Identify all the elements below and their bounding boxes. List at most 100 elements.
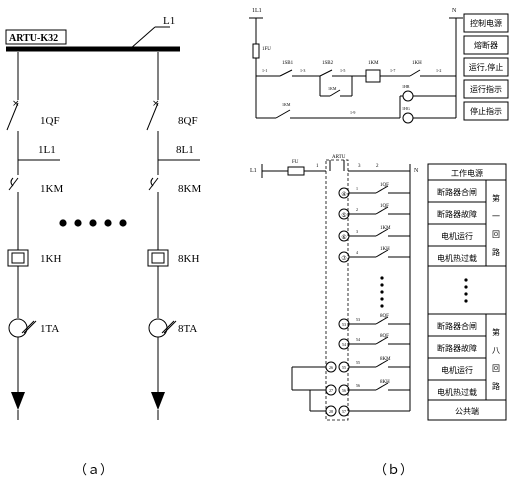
- contactor-8-switch: [148, 177, 159, 191]
- svg-text:55: 55: [342, 365, 346, 370]
- artu-terminal-strip: [325, 159, 349, 421]
- breaker-1-label: 1QF: [40, 115, 60, 127]
- contactor-1-switch: [8, 177, 19, 191]
- caption-b: （ｂ）: [374, 463, 413, 478]
- contacts-group-1: 1QF 1 1QF 2 1KM 3 1KH 4: [349, 183, 410, 258]
- svg-text:56: 56: [356, 383, 360, 388]
- svg-text:路: 路: [492, 381, 500, 391]
- svg-text:×: ×: [152, 99, 160, 109]
- panel-b-top: 1L1 N 1FU 1-1 1SB1 1-3 1SB2 1-5 1KM 1-7 …: [249, 8, 509, 124]
- feeder-1: ×: [6, 52, 60, 420]
- bottom-bus-right-label: N: [414, 168, 419, 174]
- top-bus-right-label: N: [452, 8, 457, 14]
- external-jumper: [291, 366, 326, 412]
- stop-button-contact: [279, 69, 293, 77]
- svg-text:3: 3: [358, 164, 361, 169]
- caption-a: （ａ）: [74, 463, 113, 478]
- legend-run-indicator: 运行指示: [470, 84, 502, 94]
- svg-text:1-1: 1-1: [262, 68, 267, 73]
- breaker-8-label: 8QF: [178, 115, 198, 127]
- thermal-contact: [409, 69, 421, 77]
- svg-text:⑦: ⑦: [341, 255, 347, 262]
- stop-lamp: [402, 112, 414, 124]
- svg-text:8KM: 8KM: [380, 357, 391, 362]
- svg-text:1HR: 1HR: [402, 84, 410, 89]
- power-label: 工作电源: [451, 168, 483, 178]
- load-arrow-8: [151, 392, 165, 410]
- svg-text:1: 1: [316, 164, 319, 169]
- start-button-contact: [319, 69, 333, 77]
- svg-text:1KM: 1KM: [282, 102, 291, 107]
- svg-text:2: 2: [376, 164, 379, 169]
- device-label: ARTU-K32: [9, 33, 58, 44]
- breaker-8-switch: [146, 102, 159, 131]
- relay-8-label: 8KH: [178, 253, 199, 265]
- top-legend: 控制电源 熔断器 运行,停止 运行指示 停止指示: [463, 13, 509, 121]
- svg-text:④: ④: [341, 191, 346, 198]
- svg-text:回: 回: [492, 364, 500, 373]
- svg-text:27: 27: [329, 388, 333, 393]
- svg-text:ARTU: ARTU: [332, 155, 346, 160]
- ct-1-label: 1TA: [40, 323, 59, 335]
- ct-1-circle: [8, 318, 28, 338]
- svg-text:3: 3: [356, 229, 358, 234]
- svg-text:1KM: 1KM: [368, 61, 379, 66]
- svg-text:1QF: 1QF: [380, 183, 389, 188]
- svg-text:1HG: 1HG: [402, 106, 410, 111]
- bus-label: L1: [163, 15, 175, 27]
- svg-text:8QF: 8QF: [380, 314, 389, 319]
- relay-1-label: 1KH: [40, 253, 61, 265]
- top-fuse: [252, 43, 260, 59]
- svg-text:1: 1: [356, 186, 358, 191]
- svg-text:八: 八: [492, 346, 500, 355]
- contacts-group-8: 8QF 53 8QF 54 8KM 55 8KH 56: [349, 314, 411, 412]
- svg-text:回: 回: [492, 230, 500, 239]
- svg-text:55: 55: [356, 360, 360, 365]
- svg-text:28: 28: [329, 409, 333, 414]
- signal-g1-overload: 电机热过载: [437, 253, 477, 263]
- svg-text:1KM: 1KM: [380, 226, 391, 231]
- bus-leader: [129, 26, 156, 50]
- vertical-ellipsis: [380, 276, 468, 308]
- svg-text:8QF: 8QF: [380, 334, 389, 339]
- ct-8-circle: [148, 318, 168, 338]
- svg-text:1-3: 1-3: [300, 68, 305, 73]
- run-lamp: [402, 90, 414, 102]
- svg-text:1FU: 1FU: [262, 47, 271, 52]
- signal-g8-fault: 断路器故障: [437, 343, 477, 353]
- svg-text:⑥: ⑥: [341, 234, 346, 241]
- svg-text:FU: FU: [292, 160, 299, 165]
- legend-power: 控制电源: [470, 18, 502, 28]
- relay-8-box: [147, 249, 169, 267]
- svg-text:路: 路: [492, 247, 500, 257]
- legend-run-stop: 运行,停止: [469, 62, 504, 72]
- top-bus-left-label: 1L1: [252, 8, 262, 14]
- terminals-group-8: 53 54 55 56 57 26 27 28: [325, 318, 350, 417]
- bottom-bus-left-label: L1: [250, 168, 257, 174]
- signal-g1-fault: 断路器故障: [437, 209, 477, 219]
- svg-text:2: 2: [356, 207, 358, 212]
- svg-text:1-7: 1-7: [390, 68, 395, 73]
- breaker-1-switch: [6, 102, 19, 131]
- svg-text:1KM: 1KM: [328, 86, 337, 91]
- legend-stop-indicator: 停止指示: [470, 106, 502, 116]
- device-label-box: [5, 29, 67, 45]
- signal-g1-running: 电机运行: [441, 231, 473, 241]
- svg-text:1KH: 1KH: [380, 247, 390, 252]
- svg-text:1-9: 1-9: [350, 110, 355, 115]
- svg-text:×: ×: [12, 99, 20, 109]
- common-label: 公共端: [455, 406, 479, 416]
- svg-text:1SB1: 1SB1: [282, 61, 294, 66]
- contactor-8-label: 8KM: [178, 183, 201, 195]
- panel-a: ARTU-K32 L1 × 1QF 1L1 1KM 1KH: [5, 15, 201, 478]
- line-1-label: 1L1: [38, 144, 56, 156]
- svg-text:26: 26: [329, 365, 333, 370]
- svg-text:4: 4: [356, 250, 358, 255]
- svg-text:一: 一: [492, 212, 500, 221]
- svg-text:56: 56: [342, 388, 346, 393]
- signal-g1-closed: 断路器合闸: [437, 187, 477, 197]
- line-8-label: 8L1: [176, 144, 194, 156]
- svg-text:1QF: 1QF: [380, 204, 389, 209]
